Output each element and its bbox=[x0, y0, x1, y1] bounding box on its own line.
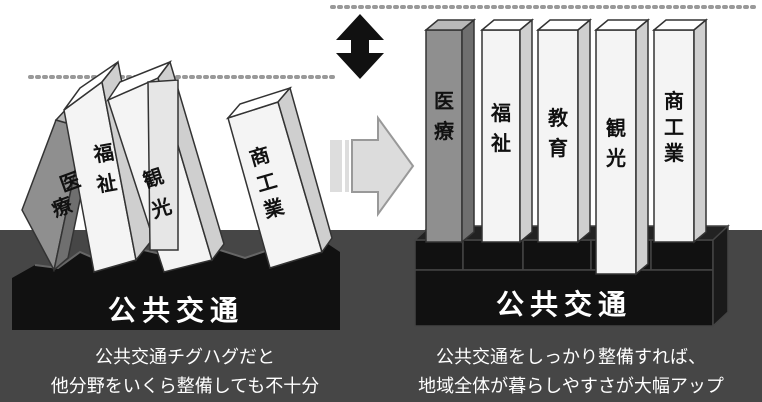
right-pillar-label-iryo-2: 療 bbox=[434, 119, 454, 143]
right-pillar-label-kyoiku-2: 育 bbox=[548, 136, 568, 160]
right-pillar-fukushi bbox=[479, 18, 535, 244]
caption-right-line-1: 公共交通をしっかり整備すれば、 bbox=[436, 347, 706, 368]
height-gap-arrow-icon bbox=[336, 14, 384, 79]
right-pillar-label-fukushi-1: 福 bbox=[490, 101, 511, 125]
right-pillar-kyoiku bbox=[535, 18, 593, 244]
transition-arrow-icon bbox=[330, 114, 415, 218]
left-pillar-label-fukushi-1: 福 bbox=[91, 140, 116, 167]
right-pillar-kanko bbox=[593, 18, 651, 276]
right-pillar-labels: 医 療 福 祉 教 育 観 光 商 工 業 bbox=[434, 89, 685, 170]
right-pillar-label-iryo-1: 医 bbox=[434, 89, 454, 113]
caption-right-line-2: 地域全体が暮らしやすさが大幅アップ bbox=[418, 376, 724, 397]
caption-right: 公共交通をしっかり整備すれば、 地域全体が暮らしやすさが大幅アップ bbox=[385, 343, 757, 401]
right-pillar-label-fukushi-2: 祉 bbox=[491, 131, 511, 155]
left-pillar-middle-back bbox=[147, 79, 179, 251]
right-pillar-label-kanko-1: 観 bbox=[606, 116, 626, 140]
right-pillar-label-shokogyo-3: 業 bbox=[664, 141, 685, 165]
caption-left: 公共交通チグハグだと 他分野をいくら整備しても不十分 bbox=[20, 343, 350, 401]
caption-left-line-1: 公共交通チグハグだと bbox=[95, 347, 275, 368]
right-pillar-shokogyo bbox=[651, 18, 709, 244]
right-pillar-label-shokogyo-1: 商 bbox=[664, 89, 684, 113]
caption-left-line-2: 他分野をいくら整備しても不十分 bbox=[50, 376, 320, 397]
right-pillar-label-shokogyo-2: 工 bbox=[664, 115, 684, 139]
right-pillar-iryo bbox=[423, 18, 477, 244]
right-pillar-label-kanko-2: 光 bbox=[605, 146, 626, 170]
right-pillar-label-kyoiku-1: 教 bbox=[548, 106, 569, 130]
left-pillar-label-fukushi-2: 祉 bbox=[95, 170, 119, 197]
captions: 公共交通チグハグだと 他分野をいくら整備しても不十分 公共交通をしっかり整備すれ… bbox=[0, 340, 762, 402]
left-pillar-shokogyo bbox=[225, 86, 333, 269]
right-base-label: 公共交通 bbox=[496, 288, 632, 321]
left-base-label: 公共交通 bbox=[108, 294, 244, 327]
